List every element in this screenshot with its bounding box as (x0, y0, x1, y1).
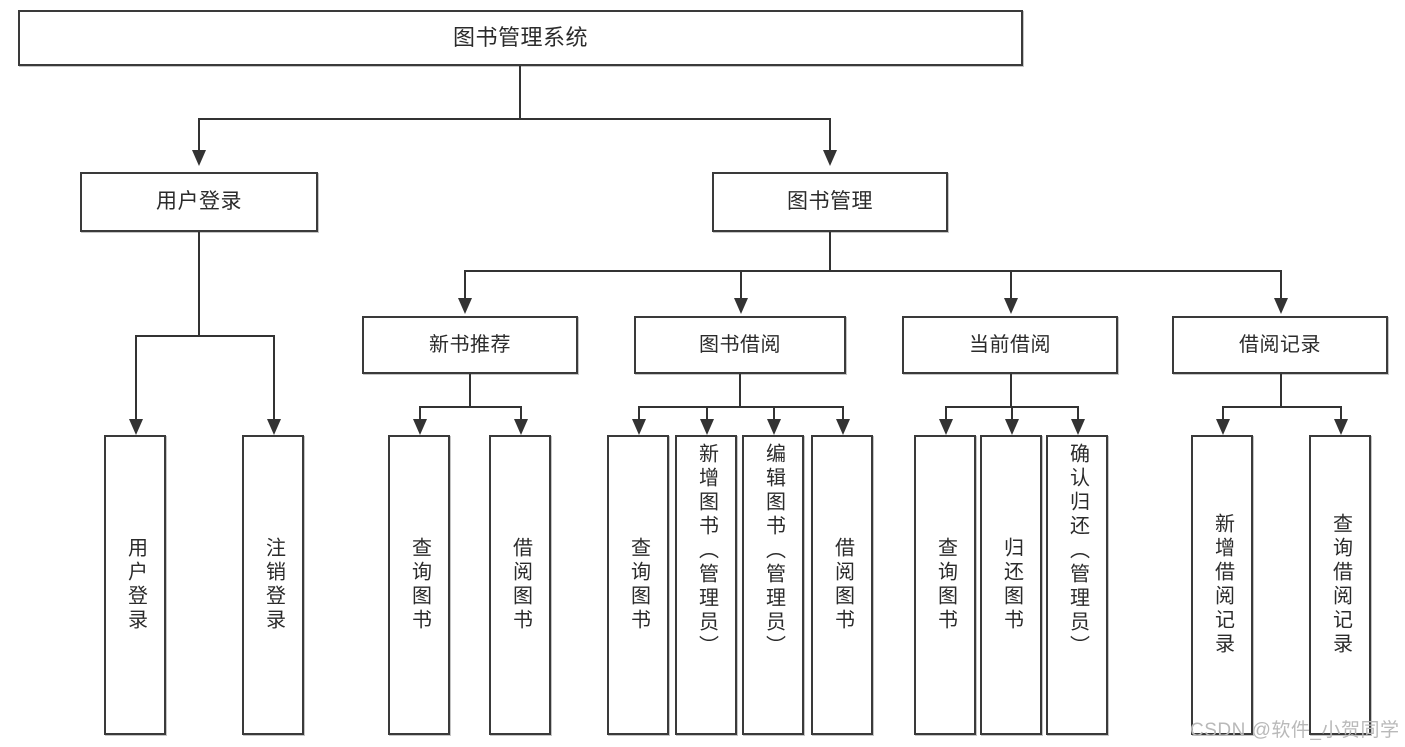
watermark-text: CSDN @软件_小贺同学 (1190, 720, 1400, 741)
connector-user-login-to-leaf-1 (135, 335, 137, 419)
arrow-book-mgmt-to-borrow (734, 298, 748, 314)
node-label: 借阅图书 (831, 537, 854, 633)
connector-book-mgmt-bus (464, 270, 1280, 272)
connector-root-to-book-mgmt (829, 118, 831, 150)
leaf-recommend-borrow-book[interactable]: 借阅图书 (489, 435, 551, 735)
arrow-current-to-leaf-3 (1071, 419, 1085, 435)
connector-current-to-leaf-3 (1077, 406, 1079, 419)
arrow-book-mgmt-to-current (1004, 298, 1018, 314)
node-label: 用户登录 (156, 189, 242, 213)
connector-borrow-to-leaf-1 (638, 406, 640, 419)
connector-book-mgmt-stem (829, 232, 831, 270)
connector-record-stem (1280, 374, 1282, 406)
connector-borrow-stem (739, 374, 741, 406)
arrow-recommend-to-leaf-2 (514, 419, 528, 435)
arrow-root-to-user-login (192, 150, 206, 166)
node-label: 确认归还（管理员） (1066, 443, 1089, 659)
arrow-user-login-to-leaf-2 (267, 419, 281, 435)
connector-current-stem (1010, 374, 1012, 406)
leaf-current-return-book[interactable]: 归还图书 (980, 435, 1042, 735)
leaf-current-query-book[interactable]: 查询图书 (914, 435, 976, 735)
arrow-borrow-to-leaf-3 (767, 419, 781, 435)
node-label: 新增借阅记录 (1211, 513, 1234, 657)
connector-recommend-bus (419, 406, 522, 408)
leaf-logout[interactable]: 注销登录 (242, 435, 304, 735)
connector-book-mgmt-to-borrow (740, 270, 742, 298)
leaf-borrow-query-book[interactable]: 查询图书 (607, 435, 669, 735)
connector-recommend-to-leaf-2 (520, 406, 522, 419)
node-label: 用户登录 (124, 537, 147, 633)
node-label: 查询图书 (934, 537, 957, 633)
arrow-recommend-to-leaf-1 (413, 419, 427, 435)
connector-borrow-to-leaf-2 (706, 406, 708, 419)
node-label: 新书推荐 (429, 333, 511, 356)
node-label: 图书管理 (787, 189, 873, 213)
connector-record-bus (1222, 406, 1342, 408)
leaf-record-add-record[interactable]: 新增借阅记录 (1191, 435, 1253, 735)
arrow-root-to-book-mgmt (823, 150, 837, 166)
connector-root-bus (198, 118, 831, 120)
node-label: 注销登录 (262, 537, 285, 633)
arrow-borrow-to-leaf-4 (836, 419, 850, 435)
node-label: 编辑图书（管理员） (762, 443, 785, 659)
arrow-book-mgmt-to-record (1274, 298, 1288, 314)
connector-root-to-user-login (198, 118, 200, 150)
node-label: 查询图书 (627, 537, 650, 633)
leaf-user-login[interactable]: 用户登录 (104, 435, 166, 735)
leaf-recommend-query-book[interactable]: 查询图书 (388, 435, 450, 735)
connector-current-to-leaf-2 (1011, 406, 1013, 419)
connector-borrow-to-leaf-4 (842, 406, 844, 419)
node-label: 查询借阅记录 (1329, 513, 1352, 657)
arrow-current-to-leaf-2 (1005, 419, 1019, 435)
node-label: 当前借阅 (969, 333, 1051, 356)
node-new-book-recommend[interactable]: 新书推荐 (362, 316, 578, 374)
connector-user-login-bus (135, 335, 275, 337)
node-current-borrow[interactable]: 当前借阅 (902, 316, 1118, 374)
node-label: 新增图书（管理员） (695, 443, 718, 659)
leaf-record-query-record[interactable]: 查询借阅记录 (1309, 435, 1371, 735)
connector-record-to-leaf-1 (1222, 406, 1224, 419)
arrow-current-to-leaf-1 (939, 419, 953, 435)
arrow-user-login-to-leaf-1 (129, 419, 143, 435)
connector-book-mgmt-to-current (1010, 270, 1012, 298)
connector-borrow-bus (638, 406, 844, 408)
connector-current-to-leaf-1 (945, 406, 947, 419)
connector-user-login-stem (198, 232, 200, 335)
node-user-login[interactable]: 用户登录 (80, 172, 318, 232)
leaf-borrow-edit-book-admin[interactable]: 编辑图书（管理员） (742, 435, 804, 735)
arrow-book-mgmt-to-recommend (458, 298, 472, 314)
connector-user-login-to-leaf-2 (273, 335, 275, 419)
leaf-borrow-borrow-book[interactable]: 借阅图书 (811, 435, 873, 735)
connector-recommend-stem (469, 374, 471, 406)
leaf-borrow-add-book-admin[interactable]: 新增图书（管理员） (675, 435, 737, 735)
arrow-record-to-leaf-1 (1216, 419, 1230, 435)
connector-record-to-leaf-2 (1340, 406, 1342, 419)
arrow-record-to-leaf-2 (1334, 419, 1348, 435)
connector-borrow-to-leaf-3 (773, 406, 775, 419)
connector-book-mgmt-to-record (1280, 270, 1282, 298)
node-label: 图书管理系统 (452, 25, 588, 51)
arrow-borrow-to-leaf-1 (632, 419, 646, 435)
connector-recommend-to-leaf-1 (419, 406, 421, 419)
node-book-borrow[interactable]: 图书借阅 (634, 316, 846, 374)
connector-root-stem (519, 66, 521, 118)
node-label: 借阅图书 (509, 537, 532, 633)
node-borrow-record[interactable]: 借阅记录 (1172, 316, 1388, 374)
node-label: 图书借阅 (699, 333, 781, 356)
node-label: 归还图书 (1000, 537, 1023, 633)
connector-book-mgmt-to-recommend (464, 270, 466, 298)
leaf-current-confirm-return-admin[interactable]: 确认归还（管理员） (1046, 435, 1108, 735)
node-root-system[interactable]: 图书管理系统 (18, 10, 1023, 66)
node-label: 查询图书 (408, 537, 431, 633)
node-book-management[interactable]: 图书管理 (712, 172, 948, 232)
node-label: 借阅记录 (1239, 333, 1321, 356)
arrow-borrow-to-leaf-2 (700, 419, 714, 435)
